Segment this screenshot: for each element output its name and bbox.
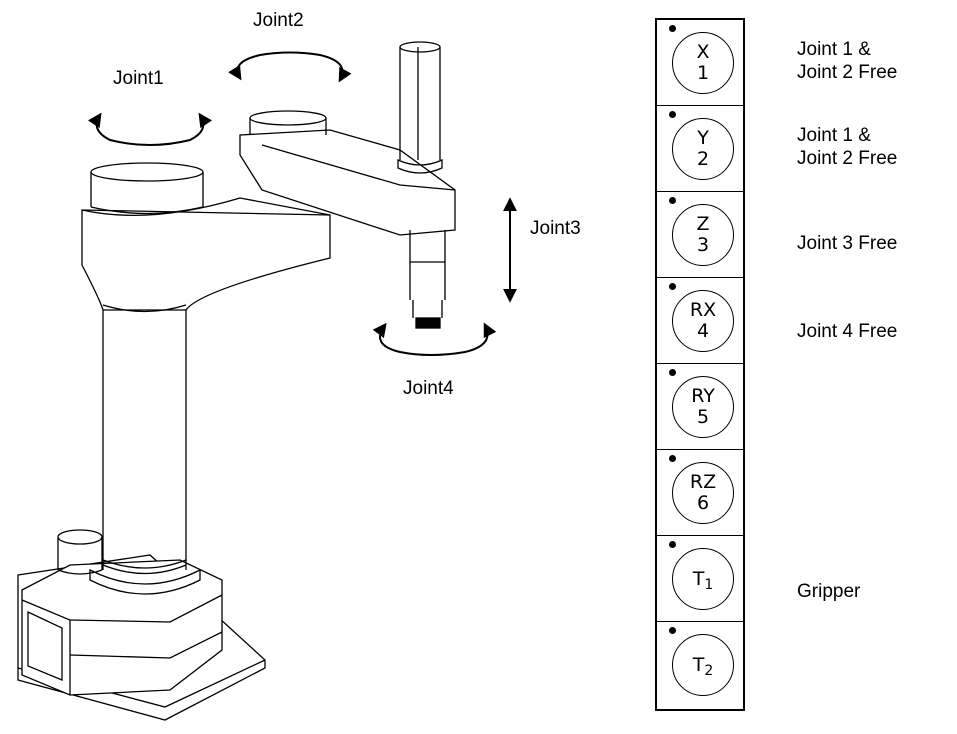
indicator-dot: [669, 197, 676, 204]
joint1-arrow: [87, 112, 213, 146]
joint4-label: Joint4: [403, 378, 454, 399]
joint2-label: Joint2: [253, 10, 304, 31]
arm2: [239, 129, 456, 236]
key-y2-face: Y 2: [672, 118, 734, 180]
indicator-dot: [669, 627, 676, 634]
robot-column: [102, 310, 187, 570]
key2-description: Joint 1 & Joint 2 Free: [797, 125, 898, 169]
joint4-arrow: [372, 322, 497, 356]
indicator-dot: [669, 25, 676, 32]
indicator-dot: [669, 455, 676, 462]
key-rx4[interactable]: RX 4: [657, 278, 743, 364]
joint2-arrow: [228, 51, 352, 83]
base-block: [21, 559, 223, 696]
key-rx4-face: RX 4: [672, 290, 734, 352]
joint1-label: Joint1: [113, 68, 164, 89]
key7-description: Gripper: [797, 581, 861, 602]
indicator-dot: [669, 111, 676, 118]
key-ry5[interactable]: RY 5: [657, 364, 743, 450]
key-x1[interactable]: X 1: [657, 20, 743, 106]
key-z3-face: Z 3: [672, 204, 734, 266]
key-x1-face: X 1: [672, 32, 734, 94]
key3-description: Joint 3 Free: [797, 233, 898, 254]
key-rz6[interactable]: RZ 6: [657, 450, 743, 536]
joint3-label: Joint3: [530, 218, 581, 239]
key-z3[interactable]: Z 3: [657, 192, 743, 278]
indicator-dot: [669, 369, 676, 376]
key-ry5-face: RY 5: [672, 376, 734, 438]
key1-description: Joint 1 & Joint 2 Free: [797, 39, 898, 83]
scara-robot-illustration: [17, 41, 517, 721]
key-rz6-face: RZ 6: [672, 462, 734, 524]
key-y2[interactable]: Y 2: [657, 106, 743, 192]
quill-shaft: [399, 47, 441, 160]
indicator-dot: [669, 283, 676, 290]
indicator-dot: [669, 541, 676, 548]
key4-description: Joint 4 Free: [797, 321, 898, 342]
jog-key-panel: X 1 Y 2 Z 3 RX 4 RY 5 RZ 6: [655, 18, 745, 711]
arm1-housing: [81, 209, 331, 311]
